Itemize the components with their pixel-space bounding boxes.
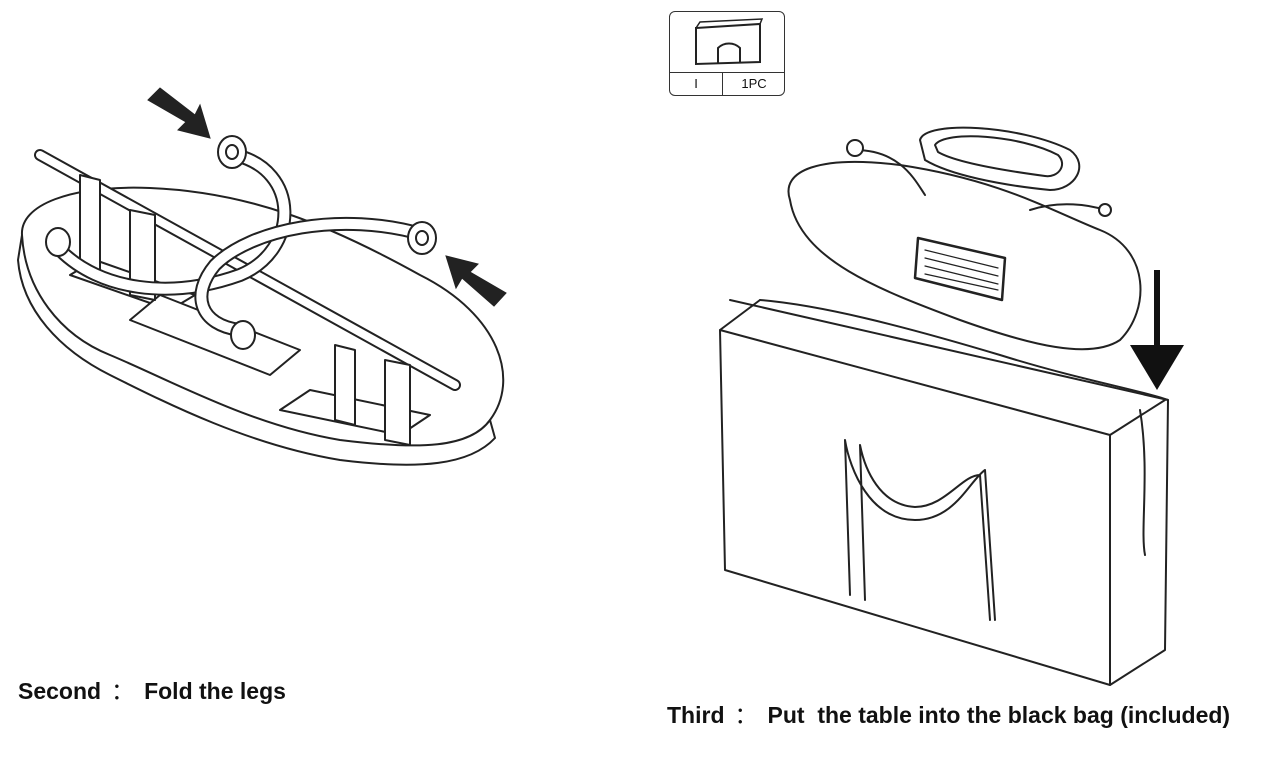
table-diagram — [17, 87, 507, 466]
arrow-shaft — [1154, 270, 1160, 350]
bag-body — [719, 299, 1169, 686]
step-text: Put the table into the black bag (includ… — [767, 702, 1231, 728]
arrow-fold-2 — [445, 255, 507, 307]
arrow-head — [1130, 345, 1184, 390]
step-separator: ： — [734, 702, 758, 728]
legend-divider-horizontal — [670, 72, 784, 73]
bag-handle — [844, 439, 996, 621]
caster-2 — [407, 221, 437, 255]
step-label: Second — [18, 678, 102, 704]
step-caption-third: Third ： Put the table into the black bag (… — [667, 696, 1230, 730]
caster-4 — [230, 320, 256, 350]
legend-divider-vertical — [722, 72, 723, 95]
bag-illustration — [700, 110, 1260, 690]
parts-legend-box: I 1PC — [669, 11, 785, 96]
part-quantity: 1PC — [741, 76, 767, 91]
step-label: Third — [667, 702, 725, 728]
step-separator: ： — [111, 678, 135, 704]
arrow-fold-1 — [147, 87, 211, 139]
part-id: I — [694, 76, 698, 91]
caster-3 — [45, 227, 71, 257]
step-caption-second: Second ： Fold the legs — [18, 672, 286, 706]
caster-1 — [217, 135, 247, 169]
bag-diagram — [719, 126, 1184, 686]
bag-icon — [695, 18, 764, 66]
step-text: Fold the legs — [144, 678, 286, 704]
fold-legs-illustration — [0, 60, 560, 480]
